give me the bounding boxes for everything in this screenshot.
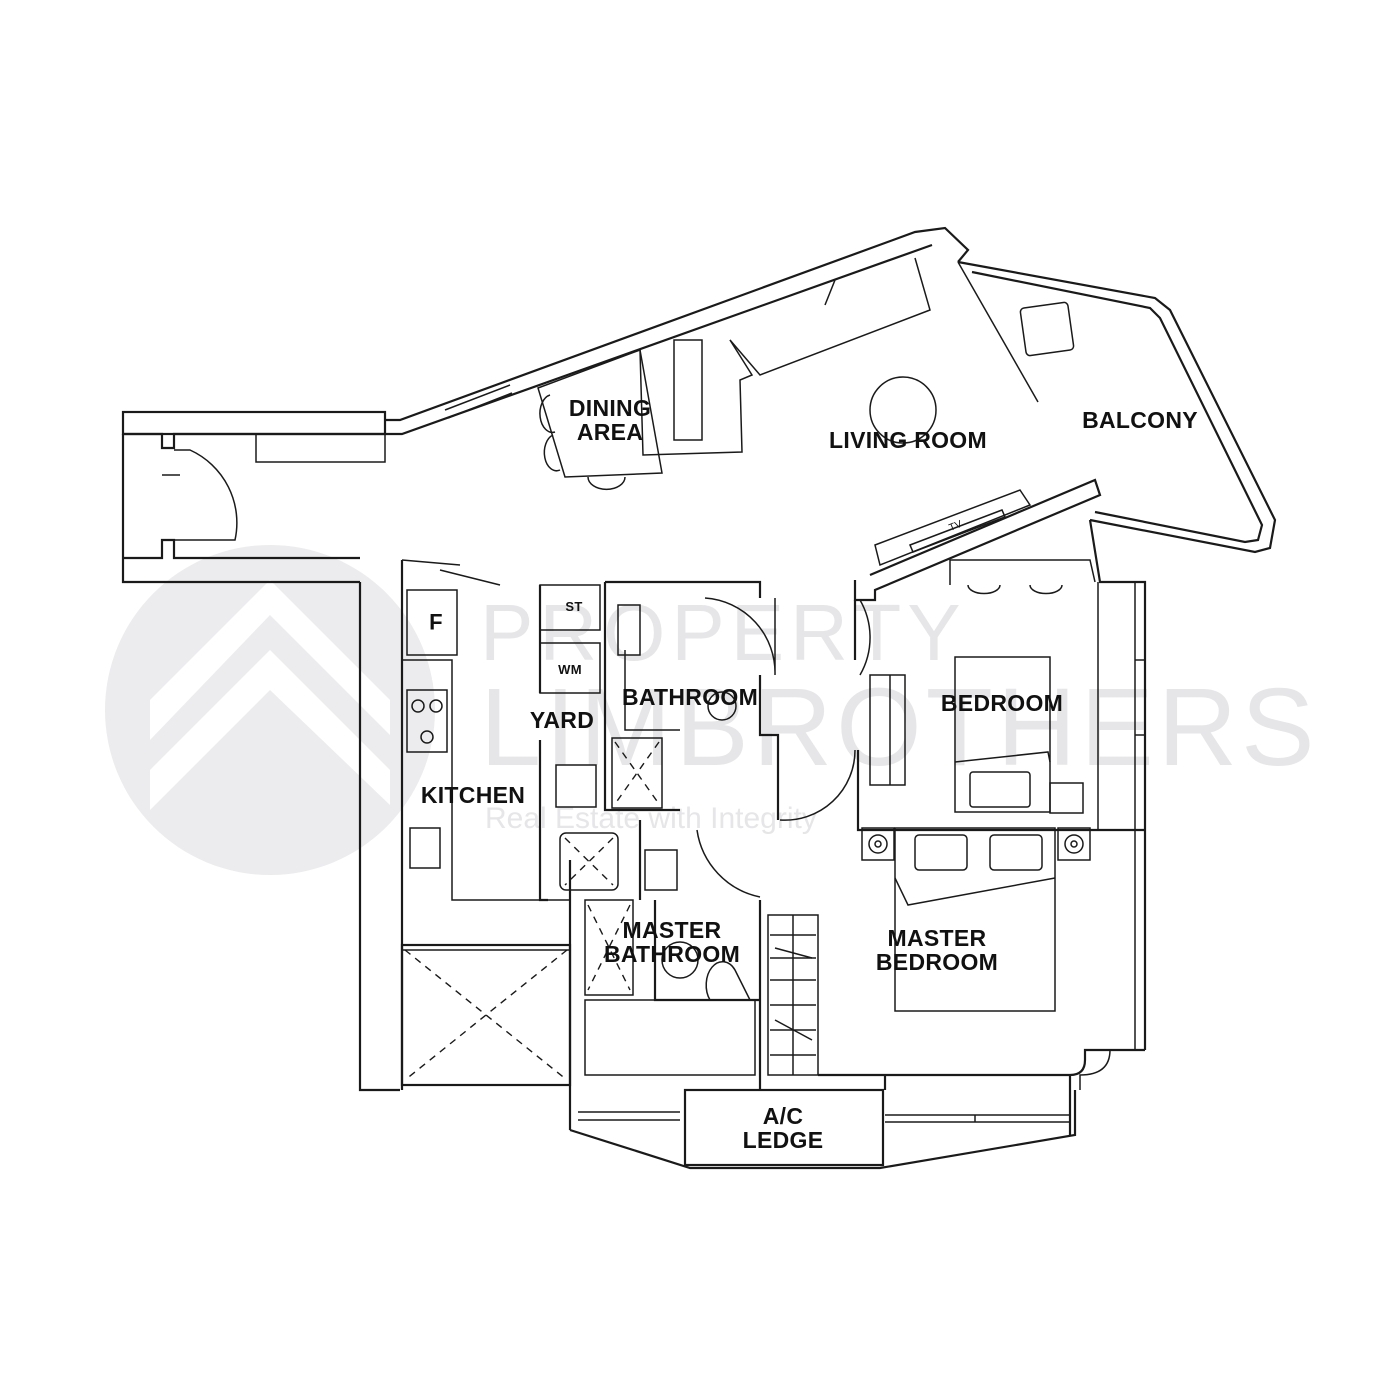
- master-toilet-icon: [661, 941, 699, 979]
- room-label-yard: YARD: [529, 706, 595, 733]
- master-bedroom: [818, 827, 1145, 1090]
- watermark-line2: LIMBROTHERS: [480, 666, 1319, 789]
- master-shower-tray-icon: [584, 899, 634, 996]
- ac-ledge-label-line1: A/C: [762, 1102, 804, 1129]
- entrance-door-icon: [174, 449, 238, 541]
- master-bathroom: [559, 820, 761, 1130]
- dining-label-line2: AREA: [576, 419, 644, 445]
- master-basin-icon: [644, 849, 678, 891]
- watermark-line1: PROPERTY: [480, 588, 967, 677]
- lamp-left-icon: [861, 827, 895, 861]
- lamp-right-icon: [1057, 827, 1091, 861]
- room-label-master-bedroom: MASTER BEDROOM: [876, 926, 998, 974]
- north-wall: [385, 226, 970, 436]
- bottom-ledges: [569, 1075, 1077, 1170]
- room-label-dining-area: DINING AREA: [569, 396, 651, 444]
- household-shelter: [400, 943, 572, 1087]
- master-bathroom-label-line1: MASTER: [622, 916, 722, 943]
- basin-icon: [617, 604, 641, 656]
- room-label-ac-ledge: A/C LEDGE: [743, 1104, 824, 1152]
- yard-sink-icon: [555, 764, 597, 808]
- fridge-label: F: [429, 609, 443, 635]
- bedroom: [779, 519, 1147, 1050]
- ac-ledge-box: [683, 1088, 885, 1167]
- room-label-bathroom: BATHROOM: [621, 683, 759, 710]
- master-bed-icon: [894, 827, 1056, 1012]
- room-label-master-bathroom: MASTER BATHROOM: [604, 918, 740, 966]
- yard: [538, 584, 601, 902]
- lounge-chair-icon: [1019, 301, 1075, 357]
- shower-icon: [611, 737, 663, 809]
- entrance-foyer: [121, 410, 387, 584]
- hob-icon: [406, 689, 448, 753]
- toilet-icon: [707, 691, 737, 721]
- room-label-living-room: LIVING ROOM: [829, 426, 987, 453]
- kitchen-sink-icon: [409, 827, 441, 869]
- master-bathroom-label-line2: BATHROOM: [603, 941, 741, 967]
- tv-console: [853, 478, 1102, 602]
- balcony: [957, 260, 1277, 554]
- dining-label-line1: DINING: [568, 394, 652, 421]
- wardrobe-master: [758, 900, 819, 1090]
- master-bedroom-label-line1: MASTER: [887, 924, 987, 951]
- ac-ledge-label-line2: LEDGE: [742, 1127, 824, 1153]
- watermark-logo-icon: [105, 545, 435, 875]
- room-label-balcony: BALCONY: [1082, 406, 1198, 433]
- master-shower-icon: [559, 832, 619, 891]
- storage-label: ST: [565, 599, 583, 615]
- dining-furniture: [537, 257, 937, 491]
- fridge-icon: [406, 589, 458, 656]
- room-label-kitchen: KITCHEN: [420, 781, 526, 808]
- room-label-bedroom: BEDROOM: [940, 689, 1064, 716]
- bed-icon: [954, 656, 1051, 813]
- coffee-table-icon: [869, 376, 937, 444]
- washing-machine-label: WM: [558, 662, 582, 678]
- master-bedroom-label-line2: BEDROOM: [875, 949, 999, 975]
- common-bathroom: [603, 580, 780, 820]
- watermark-tagline: Real Estate with Integrity: [485, 802, 817, 835]
